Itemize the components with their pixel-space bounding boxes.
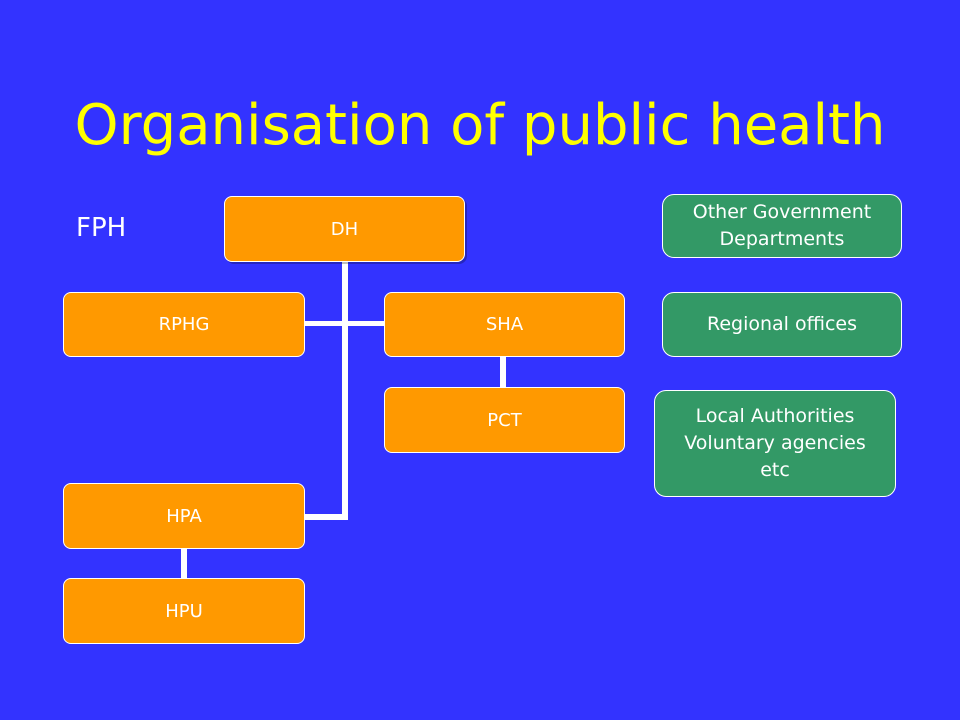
rphg-box: RPHG [63,292,305,357]
slide-title: Organisation of public health [74,93,886,158]
pct-label: PCT [487,409,522,431]
other-government-box: Other Government Departments [662,194,902,258]
connector-hpa-hpu [181,547,187,579]
dh-box: DH [224,196,465,262]
connector-sha-pct [500,355,506,388]
connector-rphg-sha [304,321,385,326]
sha-box: SHA [384,292,625,357]
hpu-box: HPU [63,578,305,644]
regional-offices-label: Regional offices [706,313,858,335]
dh-label: DH [330,218,359,240]
hpu-label: HPU [165,600,203,622]
hpa-box: HPA [63,483,305,549]
other-government-label: Other Government Departments [692,201,872,250]
connector-hpa [304,514,348,520]
connector-dh-trunk [342,262,348,520]
fph-label: FPH [76,213,127,243]
pct-box: PCT [384,387,625,453]
regional-offices-box: Regional offices [662,292,902,357]
sha-label: SHA [485,314,524,335]
rphg-label: RPHG [158,314,210,335]
local-authorities-box: Local Authorities Voluntary agencies etc [654,390,896,497]
hpa-label: HPA [166,505,202,527]
local-authorities-label: Local Authorities Voluntary agencies etc [684,405,866,481]
